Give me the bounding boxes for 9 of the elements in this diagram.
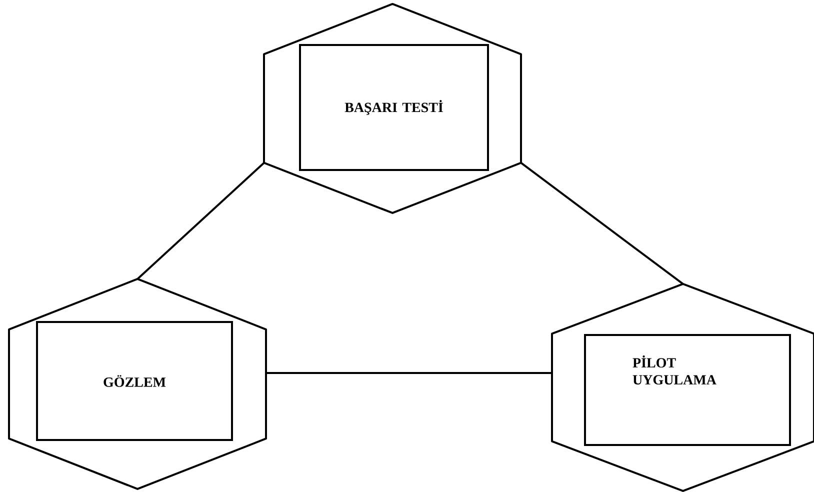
hexagon bbox=[8, 278, 267, 490]
text-box: BAŞARI TESTİ bbox=[299, 44, 489, 171]
connector-line bbox=[520, 162, 684, 285]
text-box: PİLOT UYGULAMA bbox=[584, 334, 791, 446]
connector-line bbox=[136, 162, 265, 280]
text-box: GÖZLEM bbox=[36, 320, 233, 441]
hexagon bbox=[551, 282, 814, 492]
hexagon bbox=[263, 3, 522, 214]
connector-line bbox=[266, 372, 552, 374]
